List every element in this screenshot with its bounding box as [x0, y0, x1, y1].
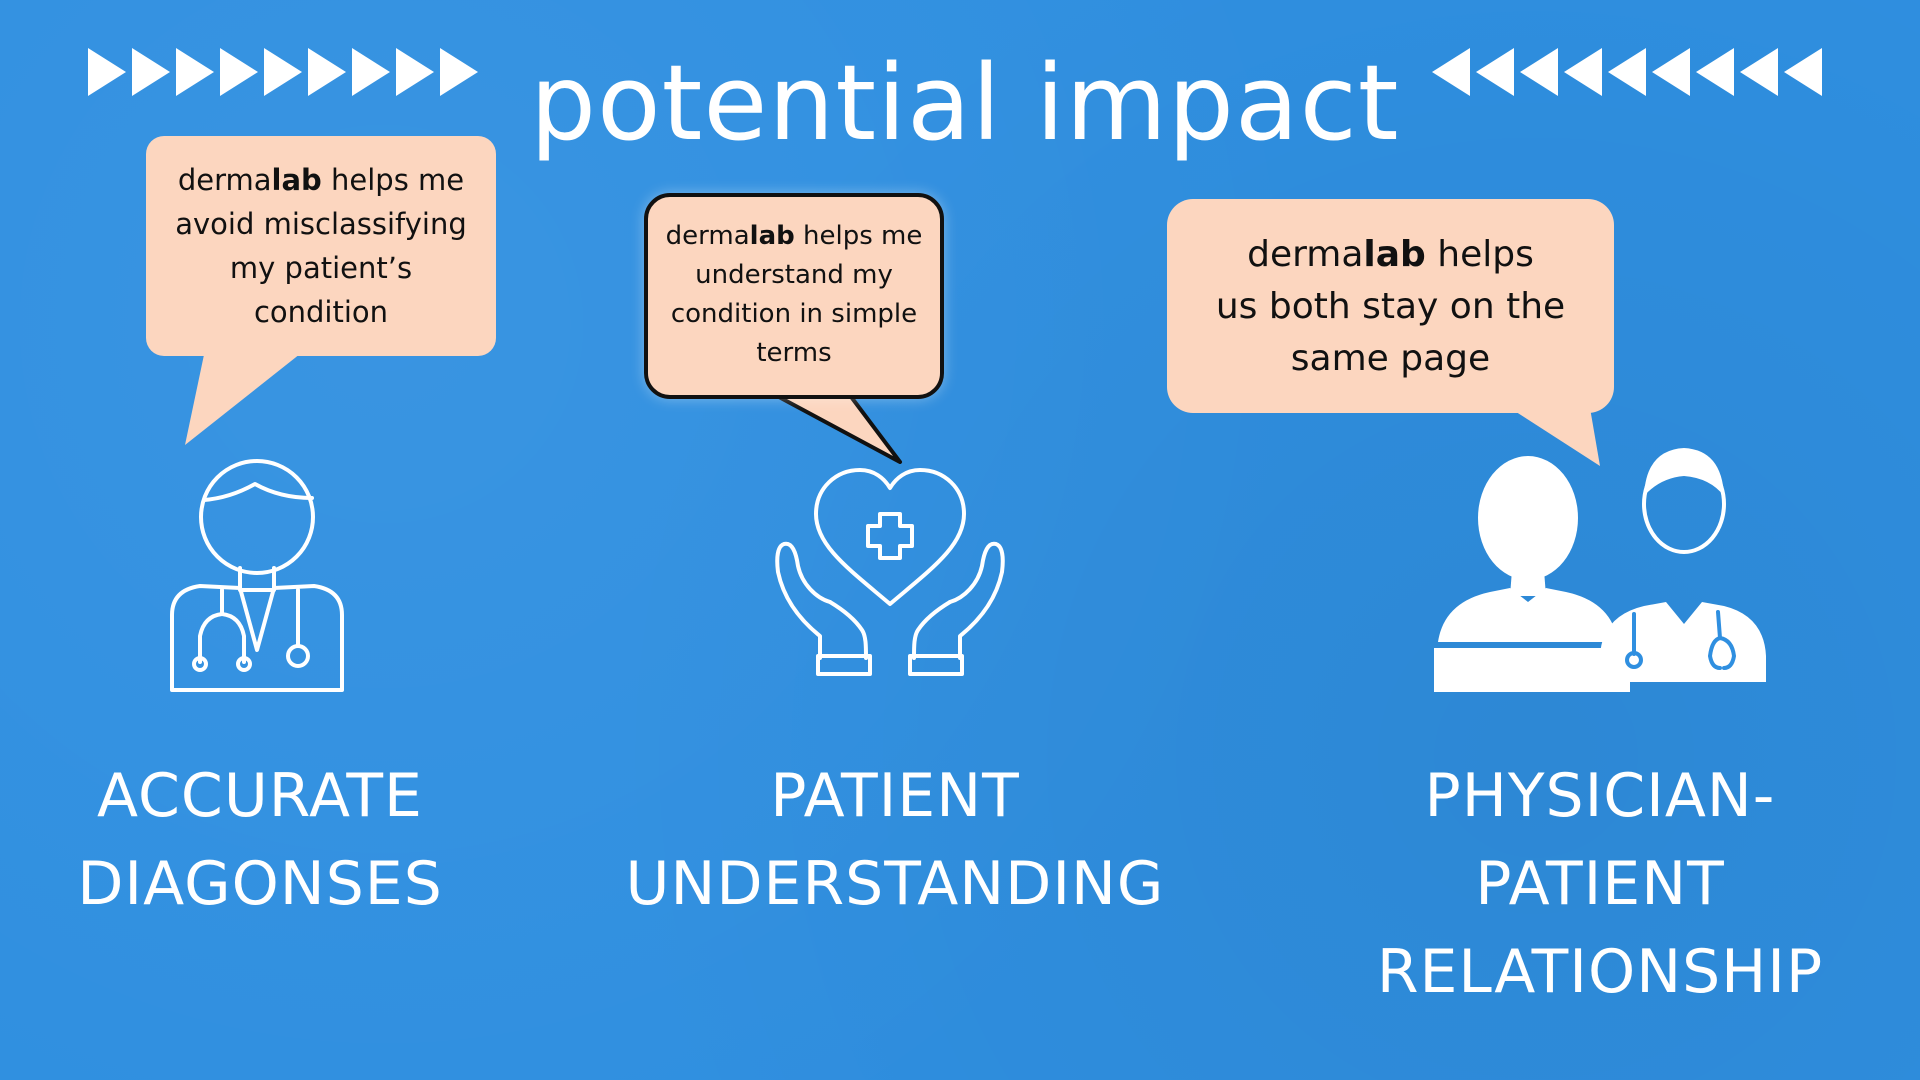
- bubble-text-first: helps me: [321, 163, 465, 197]
- speech-bubble-accurate-diagnoses: dermalab helps me avoid misclassifying m…: [146, 136, 496, 356]
- bubble-text-rest: us both stay on the same page: [1215, 286, 1566, 379]
- speech-bubble-tail: [1510, 408, 1600, 466]
- heading-line: RELATIONSHIP: [1376, 937, 1824, 1007]
- bubble-text-first: helps me: [794, 221, 923, 251]
- heading-line: UNDERSTANDING: [625, 849, 1165, 919]
- brand-bold: lab: [749, 221, 795, 251]
- arrows-left-decoration-icon: [1432, 48, 1822, 96]
- brand-prefix: derma: [665, 221, 750, 251]
- speech-bubble-tail: [185, 350, 305, 445]
- heading-line: PATIENT: [1475, 849, 1725, 919]
- patient-doctor-icon: [1434, 448, 1766, 692]
- brand-bold: lab: [1363, 234, 1426, 275]
- heading-physician-patient-relationship: PHYSICIAN- PATIENT RELATIONSHIP: [1310, 752, 1890, 1016]
- speech-bubble-patient-understanding: dermalab helps me understand my conditio…: [644, 193, 944, 399]
- heading-line: PATIENT: [770, 761, 1020, 831]
- bubble-text-first: helps: [1425, 234, 1534, 275]
- brand-prefix: derma: [177, 163, 272, 197]
- heading-line: PHYSICIAN-: [1424, 761, 1776, 831]
- heading-line: DIAGONSES: [77, 849, 443, 919]
- heading-accurate-diagnoses: ACCURATE DIAGONSES: [30, 752, 490, 928]
- page-title: potential impact: [530, 42, 1400, 164]
- brand-bold: lab: [271, 163, 322, 197]
- speech-bubble-tail: [762, 390, 902, 464]
- speech-bubble-physician-patient: dermalab helps us both stay on the same …: [1167, 199, 1614, 413]
- doctor-stethoscope-icon: [170, 459, 344, 692]
- arrows-right-decoration-icon: [88, 48, 478, 96]
- bubble-text-rest: avoid misclassifying my patient’s condit…: [175, 207, 467, 329]
- bubble-text-rest: understand my condition in simple terms: [670, 260, 918, 368]
- heading-patient-understanding: PATIENT UNDERSTANDING: [580, 752, 1210, 928]
- brand-prefix: derma: [1247, 234, 1364, 275]
- heading-line: ACCURATE: [97, 761, 423, 831]
- heart-hands-medical-icon: [775, 468, 1005, 676]
